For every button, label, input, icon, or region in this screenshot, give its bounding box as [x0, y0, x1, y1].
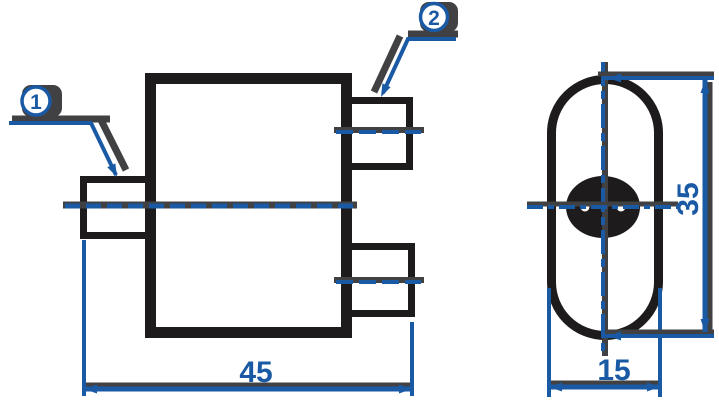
front-view	[63, 73, 424, 338]
dim-35-ext-arrow-top	[608, 73, 621, 83]
callout-1-circle	[20, 85, 52, 117]
dim-15-value: 15	[597, 354, 630, 387]
dimension-side-height: 35	[598, 71, 714, 341]
dimension-front-width: 45	[82, 240, 414, 396]
dim-35-ext-arrow-bottom	[608, 331, 621, 341]
dim-15-arrow-right	[647, 382, 660, 392]
callout-1-number: 1	[30, 91, 42, 114]
callout-1-leader	[9, 121, 118, 176]
dim-15-arrow-left	[549, 382, 562, 392]
callout-2-circle	[418, 1, 450, 33]
dim-45-value: 45	[239, 356, 272, 389]
dimension-side-width: 15	[547, 288, 662, 397]
top-right-terminal-tab	[345, 97, 413, 170]
callout-1-leader-shadow-diag	[97, 118, 130, 172]
callout-2-leader	[381, 37, 456, 94]
dim-45-arrow-left	[84, 384, 97, 394]
dim-35-value: 35	[672, 182, 705, 215]
side-view	[527, 62, 678, 356]
callout-2: 2	[370, 1, 458, 97]
callout-2-number: 2	[428, 7, 440, 30]
dim-35-arrow-top	[700, 80, 710, 93]
callout-2-arrowhead	[381, 83, 391, 97]
callout-1-arrowhead	[107, 163, 117, 177]
dim-35-arrow-bottom	[700, 319, 710, 332]
callout-1: 1	[9, 85, 130, 177]
dim-45-arrow-right	[399, 384, 412, 394]
callout-2-leader-shadow-diag	[370, 34, 404, 94]
